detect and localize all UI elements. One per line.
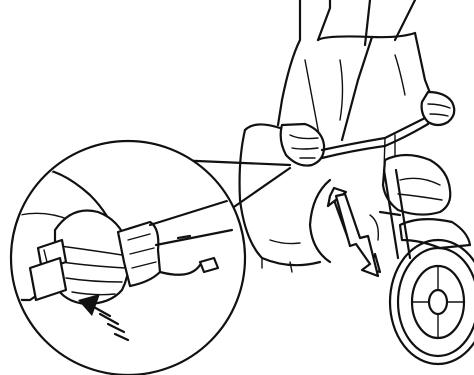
rider-hand-right-grip xyxy=(422,92,455,125)
rider-legs xyxy=(278,0,432,140)
front-wheel xyxy=(390,240,474,364)
up-down-motion-arrow xyxy=(328,188,380,276)
detail-callout-circle xyxy=(0,141,245,375)
rider-hand-left-grip xyxy=(281,124,324,166)
